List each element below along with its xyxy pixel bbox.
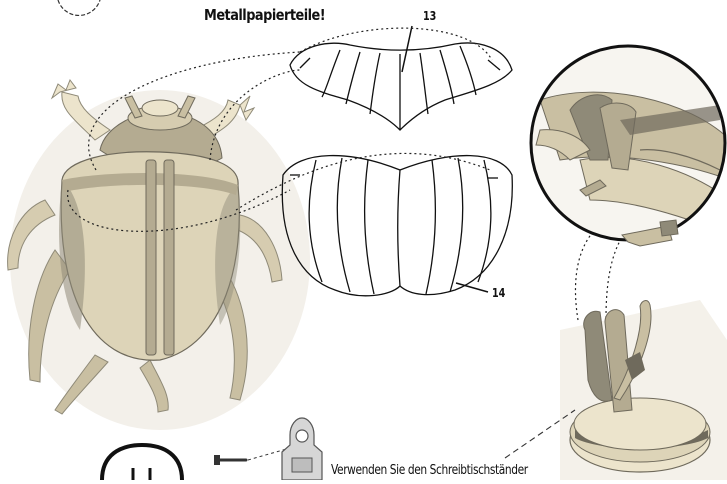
corner-circle-icon bbox=[58, 0, 100, 15]
instruction-title: Metallpapierteile! bbox=[204, 6, 325, 24]
part-number-14: 14 bbox=[492, 286, 505, 300]
leader-13 bbox=[402, 26, 412, 72]
beetle-model bbox=[8, 80, 310, 430]
part-number-13: 13 bbox=[423, 9, 436, 23]
screw-icon bbox=[214, 448, 290, 465]
desk-stand-note: Verwenden Sie den Schreibtischständer bbox=[331, 463, 528, 478]
wing-cover-14 bbox=[282, 156, 512, 296]
wing-cover-13 bbox=[290, 43, 512, 130]
desk-stand bbox=[560, 300, 727, 480]
stand-hanger-icon bbox=[282, 418, 322, 480]
detail-magnifier bbox=[531, 46, 727, 240]
wall-hook-icon bbox=[102, 445, 182, 480]
